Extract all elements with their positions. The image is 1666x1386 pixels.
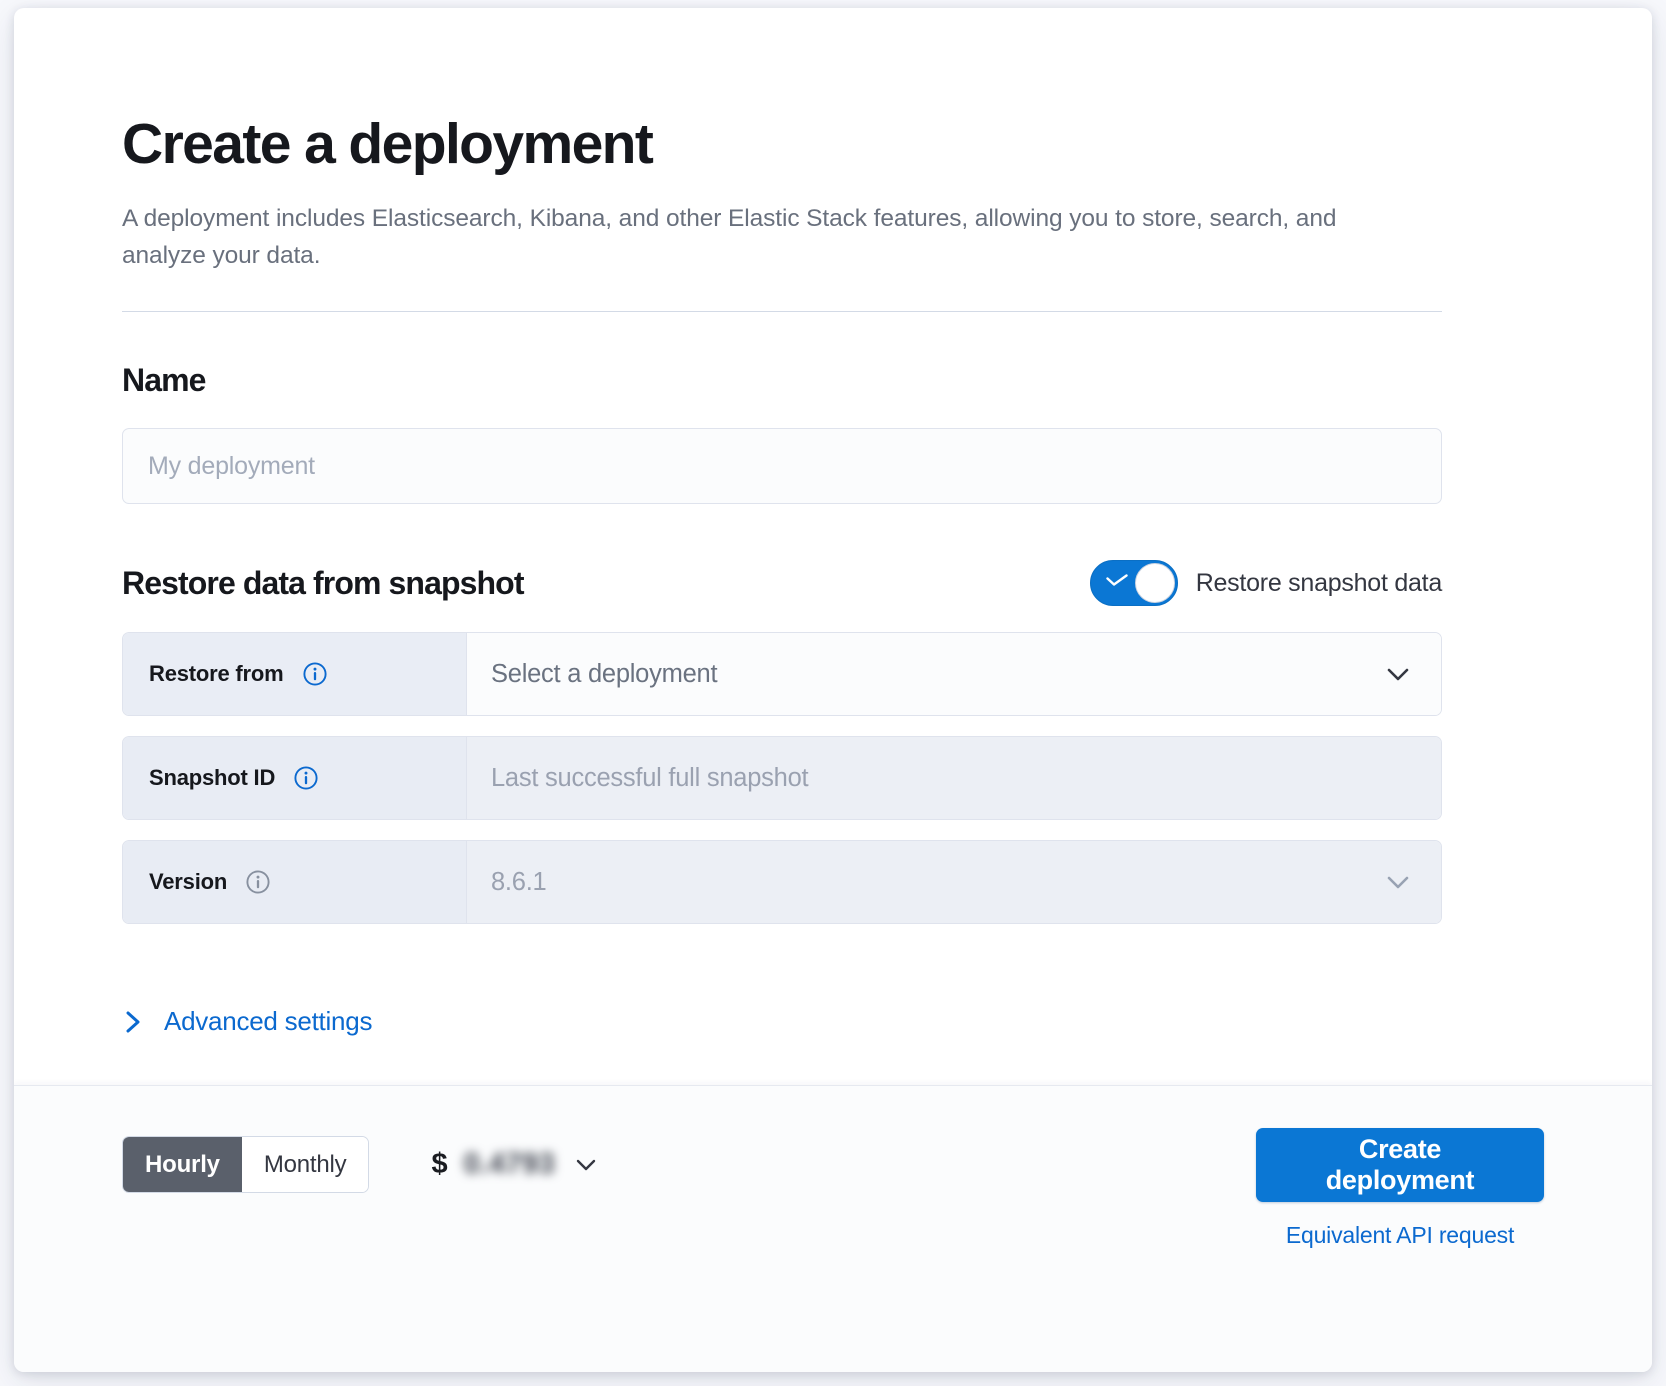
billing-group: Hourly Monthly $ 0.4793 — [122, 1136, 601, 1193]
restore-toggle-group[interactable]: Restore snapshot data — [1089, 560, 1443, 607]
price-amount: 0.4793 — [463, 1148, 556, 1180]
info-circle-icon[interactable] — [293, 765, 319, 791]
version-row[interactable]: Version 8.6.1 — [122, 840, 1442, 925]
chevron-down-icon[interactable] — [1381, 657, 1415, 691]
restore-section-header: Restore data from snapshot Restore snaps… — [122, 560, 1443, 607]
info-circle-icon[interactable] — [302, 661, 328, 687]
deployment-name-input[interactable]: My deployment — [122, 428, 1442, 505]
chevron-right-icon — [126, 1011, 140, 1033]
advanced-settings-toggle[interactable]: Advanced settings — [122, 1006, 372, 1037]
billing-option-monthly[interactable]: Monthly — [241, 1137, 369, 1192]
restore-from-row[interactable]: Restore from Select a deployment — [122, 632, 1442, 717]
restore-from-label-group: Restore from — [123, 633, 467, 716]
header-divider — [122, 311, 1442, 313]
snapshot-id-label: Snapshot ID — [149, 765, 276, 791]
page-description: A deployment includes Elasticsearch, Kib… — [122, 204, 1337, 269]
toggle-knob — [1134, 563, 1175, 604]
chevron-down-icon[interactable] — [571, 1150, 601, 1180]
card-body: Create a deployment A deployment include… — [14, 8, 1652, 1085]
deployment-name-placeholder: My deployment — [148, 451, 315, 480]
currency-symbol: $ — [431, 1148, 448, 1180]
create-deployment-card: Create a deployment A deployment include… — [14, 8, 1652, 1372]
version-label-group: Version — [123, 841, 467, 924]
chevron-down-icon[interactable] — [1381, 865, 1415, 899]
snapshot-id-input[interactable]: Last successful full snapshot — [467, 737, 1441, 820]
info-circle-icon[interactable] — [245, 869, 271, 895]
page-title: Create a deployment — [122, 112, 654, 176]
version-label: Version — [149, 869, 228, 895]
content-column: Create a deployment A deployment include… — [122, 112, 1443, 1042]
restore-from-select[interactable]: Select a deployment — [467, 633, 1441, 716]
name-section-title: Name — [122, 362, 206, 399]
snapshot-id-row[interactable]: Snapshot ID Last successful full snapsho… — [122, 736, 1442, 821]
advanced-settings-label: Advanced settings — [164, 1006, 373, 1037]
restore-snapshot-toggle[interactable] — [1089, 560, 1178, 607]
create-deployment-button[interactable]: Create deployment — [1256, 1128, 1544, 1202]
restore-toggle-label: Restore snapshot data — [1195, 568, 1443, 597]
snapshot-id-value: Last successful full snapshot — [491, 763, 809, 792]
name-section: Name My deployment — [122, 362, 1442, 505]
footer-inner: Hourly Monthly $ 0.4793 Create deploymen… — [122, 1086, 1544, 1372]
footer-bar: Hourly Monthly $ 0.4793 Create deploymen… — [14, 1085, 1652, 1372]
price-display[interactable]: $ 0.4793 — [431, 1148, 601, 1181]
restore-from-value: Select a deployment — [491, 659, 718, 688]
footer-actions: Create deployment Equivalent API request — [1256, 1128, 1544, 1249]
billing-option-hourly[interactable]: Hourly — [123, 1137, 242, 1192]
check-icon — [1105, 574, 1128, 586]
restore-from-label: Restore from — [149, 661, 284, 687]
billing-period-toggle[interactable]: Hourly Monthly — [122, 1136, 370, 1193]
version-select[interactable]: 8.6.1 — [467, 841, 1441, 924]
equivalent-api-request-link[interactable]: Equivalent API request — [1285, 1222, 1515, 1248]
snapshot-id-label-group: Snapshot ID — [123, 737, 467, 820]
restore-form-rows: Restore from Select a deployment — [122, 632, 1442, 925]
version-value: 8.6.1 — [491, 867, 547, 896]
restore-section-title: Restore data from snapshot — [122, 564, 524, 601]
